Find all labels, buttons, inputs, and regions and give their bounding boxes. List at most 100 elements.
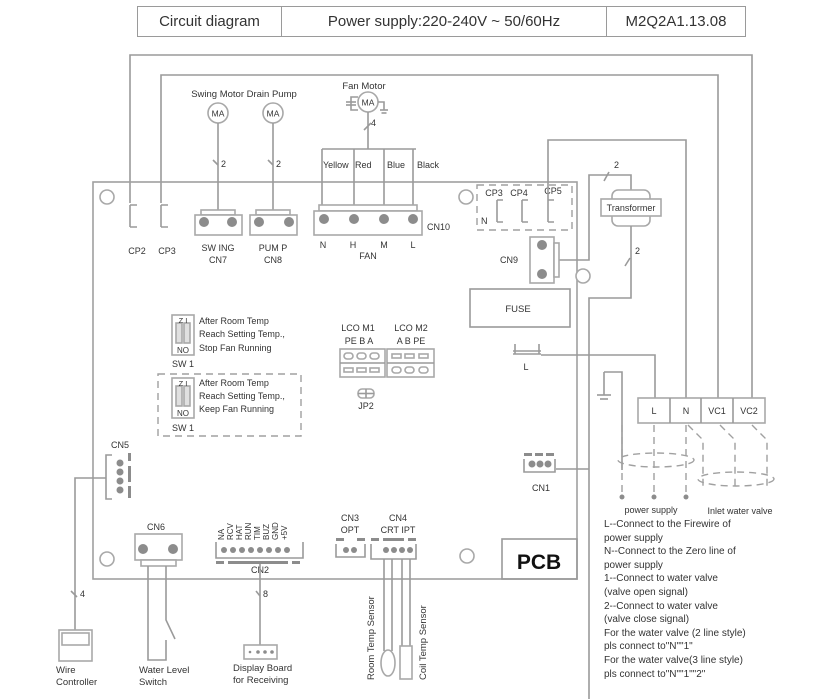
terminal-l: L [651,406,656,416]
pin [116,468,124,476]
cn2-pin-rcv: RCV [226,522,235,540]
cn1-connector[interactable] [523,459,556,473]
pin [116,486,124,494]
valve-lead-1 [719,424,736,490]
sw1-b-line3: Keep Fan Running [199,404,274,414]
cn3-connector[interactable] [335,544,366,558]
pcb-label: PCB [517,551,561,574]
pump-wire-count: 2 [276,159,281,169]
water-level-label-1: Water Level [139,665,189,676]
sw1-b-top: Z I [179,379,188,388]
water-level-label-2: Switch [139,677,167,688]
pin [116,477,124,485]
cp4-connector [521,199,528,223]
cp3-connector [160,204,168,228]
lco-m1-pins: PE B A [345,336,374,346]
note-line: 2--Connect to water valve [604,600,718,612]
water-level-switch-contact [165,566,176,640]
pin [168,544,178,554]
wire-l [541,354,656,398]
cp3-label: CP3 [158,246,176,256]
dip-toggle[interactable] [183,385,191,407]
cn6-label: CN6 [147,522,165,532]
cn10-header [318,204,418,212]
sw1-a-line3: Stop Fan Running [199,343,272,353]
cn3-label: CN3 [341,513,359,523]
power-supply-label: power supply [624,505,678,515]
cp2-label: CP2 [128,246,146,256]
wire-cn5-controller [74,477,106,630]
cn1-label: CN1 [532,483,550,493]
pin [408,214,418,224]
l-terminal-connector [513,344,541,355]
cn1-tab [546,453,554,456]
pin [138,544,148,554]
note-line: power supply [604,532,663,544]
cn10-connector[interactable] [313,210,423,236]
cn4-sub: CRT IPT [381,525,416,535]
pin [536,460,544,468]
swing-drain-label: Swing Motor Drain Pump [191,89,297,100]
pin [544,460,552,468]
wire-count-tick [255,590,261,597]
lco-m1-pins-glyphs [343,352,380,373]
lead-end [683,494,689,500]
terminal-n: N [683,406,690,416]
dip-toggle[interactable] [183,322,191,344]
pin [391,547,397,553]
mount-hole [99,189,115,205]
model-code: M2Q2A1.13.08 [625,13,727,30]
cn2-pins [221,547,290,553]
cn3-sub: OPT [341,525,360,535]
wire-count-tick [363,122,372,131]
cn2-pin-hat: HAT [235,524,244,540]
dip-toggle[interactable] [175,322,183,344]
note-line: (valve open signal) [604,586,688,598]
cn2-pin-5v: +5V [280,525,289,540]
lead-end [651,494,657,500]
cp4-label: CP4 [510,188,528,198]
swing-motor-symbol: MA [212,109,225,119]
cp3b-connector [496,199,503,223]
cn9-label: CN9 [500,255,518,265]
lco-m2-label: LCO M2 [394,323,428,333]
pin [528,460,536,468]
note-line: For the water valve (2 line style) [604,627,746,639]
cn2-pin-gnd: GND [271,522,280,540]
swing-wire-count: 2 [221,159,226,169]
cn5-label: CN5 [111,440,129,450]
fan-motor-symbol: MA [362,98,375,108]
cn5-connector[interactable] [105,454,112,500]
sw1-b-label: SW 1 [172,423,194,433]
cn2-pin-run: RUN [244,522,253,540]
note-line: L--Connect to the Firewire of [604,519,731,530]
sw1-b-box [157,373,302,437]
sw1-a-no: NO [177,346,189,355]
wire-count-tick [603,171,610,182]
sw1-b-line1: After Room Temp [199,378,269,388]
cp5-connector [547,199,554,223]
pin [351,547,357,553]
diagram-title: Circuit diagram [138,7,282,36]
cn2-connector[interactable] [215,542,304,559]
inlet-valve-label: Inlet water valve [707,506,772,516]
dip-toggle[interactable] [175,385,183,407]
note-line: (valve close signal) [604,614,690,626]
cp-group-box [476,184,573,231]
note-line: For the water valve(3 line style) [604,654,743,666]
pin [116,459,124,467]
pin [319,214,329,224]
note-line: N--Connect to the Zero line of [604,546,736,558]
title-block: Circuit diagram Power supply:220-240V ~ … [137,6,746,37]
fan-pin-m: M [380,240,388,250]
lead-end [619,494,625,500]
note-line: pls connect to"N""1""2" [604,668,706,680]
fan-wire-count: 4 [371,118,376,128]
room-temp-sensor [380,649,396,677]
display-board-dots [248,650,274,654]
cn7-pins: SW ING [202,243,235,253]
cn2-pin-buz: BUZ [262,524,271,540]
pin [407,547,413,553]
cn4-connector[interactable] [370,544,417,560]
cn9-tab [553,242,560,278]
